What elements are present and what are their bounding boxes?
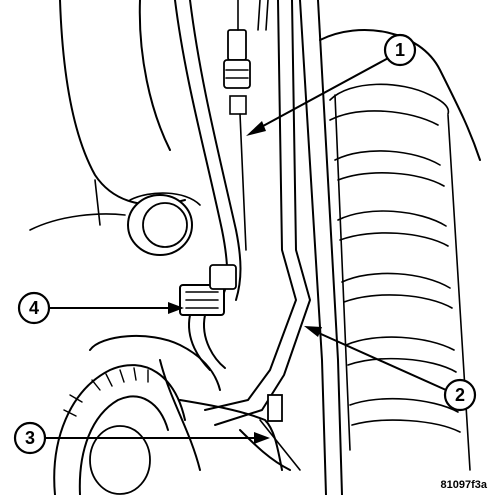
coil-spring [319, 29, 481, 471]
callout-1-label: 1 [395, 40, 405, 60]
steering-knuckle [89, 335, 301, 471]
callout-1: 1 [383, 33, 417, 67]
mount-bushing [127, 192, 201, 256]
callout-3-label: 3 [25, 428, 35, 448]
brake-line [204, 0, 311, 426]
strut-tube [299, 0, 343, 495]
hose-fitting-top [223, 0, 251, 115]
callout-2: 2 [443, 378, 477, 412]
leader-lines [44, 55, 447, 444]
callout-2-label: 2 [455, 385, 465, 405]
callout-3: 3 [13, 421, 47, 455]
wheel-speed-connector [179, 264, 237, 371]
figure-id-label: 81097f3a [440, 479, 488, 491]
callout-4-label: 4 [29, 298, 39, 318]
brake-rotor [53, 364, 186, 495]
callout-4: 4 [17, 291, 51, 325]
